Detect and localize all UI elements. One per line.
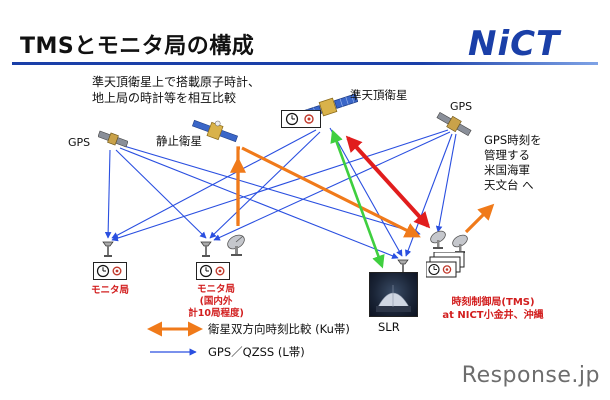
title-underline <box>12 62 598 65</box>
monitor-domestic-clock-box <box>196 262 230 280</box>
usno-note-line1: GPS時刻を <box>484 133 542 147</box>
tms-clock-stack <box>426 252 466 288</box>
link-gpsL-slr <box>119 147 399 259</box>
monitor-antenna-icon <box>100 240 116 258</box>
gps-right-label: GPS <box>450 100 473 113</box>
monitor-domestic-label: モニタ局 (国内外 計10局程度) <box>184 284 248 320</box>
link-qzs-monitor <box>111 129 317 239</box>
monitor-domestic-antenna-icon <box>198 240 214 258</box>
nict-logo: NiCT <box>468 24 560 64</box>
tms-dish-icon-2 <box>450 232 472 254</box>
ku-link-to-tms <box>241 146 421 238</box>
legend-l-text: GPS／QZSS (L帯) <box>208 345 305 359</box>
monitor-domestic-label-line2: (国内外 <box>199 296 233 307</box>
link-gpsL-monitor-domestic <box>115 149 207 239</box>
link-gpsR-monitor-domestic <box>213 131 451 241</box>
link-qzs-monitor-domestic <box>209 131 321 239</box>
monitor-clock-box <box>93 262 127 280</box>
usno-note-line4: 天文台 へ <box>484 178 534 192</box>
link-gpsR-tms <box>435 133 457 233</box>
gps-left-satellite-icon <box>98 128 128 150</box>
slr-label: SLR <box>378 320 400 334</box>
legend-ku-text: 衛星双方向時刻比較 (Ku帯) <box>208 322 350 336</box>
link-gpsL-tms <box>123 145 421 236</box>
qzs-clock-box <box>281 110 321 128</box>
qzs-slr-laser-link <box>330 129 385 269</box>
response-watermark: Response.jp <box>461 363 600 388</box>
geo-satellite-label: 静止衛星 <box>156 134 202 148</box>
usno-note: GPS時刻を 管理する 米国海軍 天文台 へ <box>484 133 542 193</box>
monitor-domestic-label-line1: モニタ局 <box>196 284 235 295</box>
tms-label: 時刻制御局(TMS) at NICT小金井、沖縄 <box>434 296 552 322</box>
comparison-note: 準天頂衛星上で搭載原子時計、 地上局の時計等を相互比較 <box>92 74 260 106</box>
page-title: TMSとモニタ局の構成 <box>20 34 255 59</box>
nict-logo-text: NiCT <box>468 24 561 64</box>
comparison-note-line1: 準天頂衛星上で搭載原子時計、 <box>92 75 261 89</box>
monitor-domestic-dish-icon <box>225 232 251 258</box>
link-gpsL-monitor <box>104 149 112 239</box>
tms-label-line2: at NICT小金井、沖縄 <box>442 310 544 321</box>
qzs-label: 準天頂衛星 <box>350 88 408 102</box>
gps-left-label: GPS <box>68 136 91 149</box>
monitor-domestic-label-line3: 計10局程度) <box>188 308 244 319</box>
usno-note-line3: 米国海軍 <box>484 163 530 177</box>
monitor-station-label: モニタ局 <box>90 285 129 296</box>
comparison-note-line2: 地上局の時計等を相互比較 <box>92 91 237 105</box>
usno-note-line2: 管理する <box>484 148 530 162</box>
geo-satellite-icon <box>192 118 238 144</box>
ku-link-to-usno <box>464 203 495 234</box>
gps-right-satellite-icon <box>436 112 472 136</box>
tms-dish-icon-1 <box>428 228 450 250</box>
slr-telescope-photo <box>369 272 418 317</box>
tms-label-line1: 時刻制御局(TMS) <box>451 297 535 308</box>
link-qzs-slr <box>329 127 403 257</box>
